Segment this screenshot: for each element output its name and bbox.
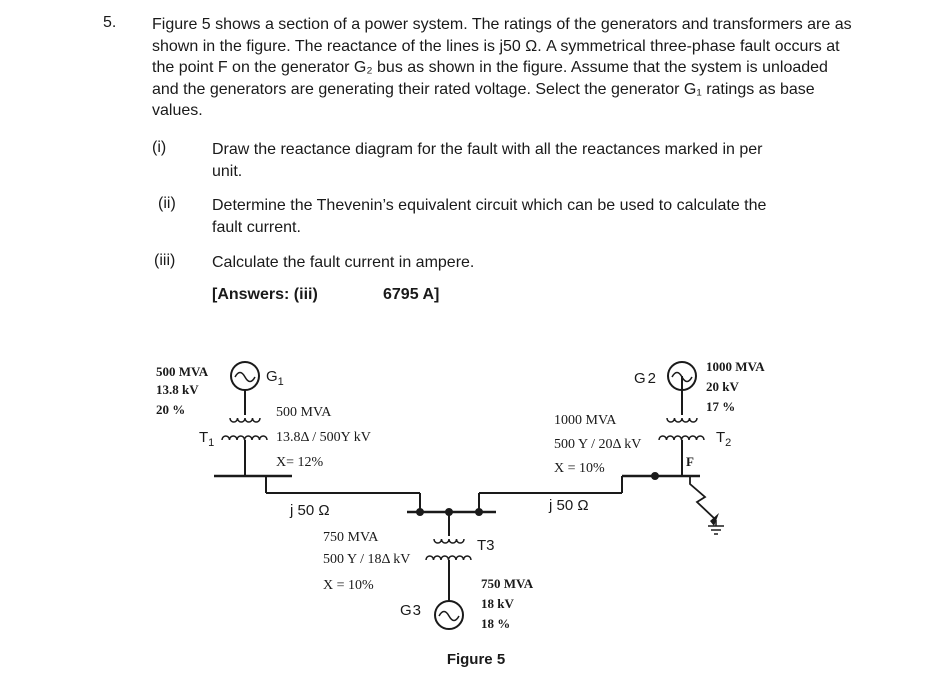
fault-label: F [686,454,694,469]
answers-label: [Answers: (iii) [212,286,318,303]
figure-caption: Figure 5 [447,651,505,668]
line-left-reactance: j 50 Ω [289,502,330,519]
t3-reactance: X = 10% [323,578,374,593]
transformer-t1-coil [229,417,261,423]
g1-kv: 13.8 kV [156,382,199,397]
t1-mva: 500 MVA [276,405,332,420]
g1-label: G1 [266,368,284,388]
fault-symbol [689,476,717,521]
g3-reactance: 18 % [481,616,510,631]
question-number: 5. [103,14,117,31]
item-number: (ii) [158,195,176,212]
g3-kv: 18 kV [481,596,514,611]
t1-label: T1 [199,429,214,449]
item-text: Determine the Thevenin’s equivalent circ… [212,197,767,236]
g3-label: G3 [400,602,421,619]
t3-mva: 750 MVA [323,530,379,545]
t3-label: T3 [477,537,495,554]
t2-kv: 500 Y / 20Δ kV [554,437,641,452]
t1-reactance: X= 12% [276,455,324,470]
g1-mva: 500 MVA [156,364,209,379]
item-text: Draw the reactance diagram for the fault… [212,141,763,180]
g1-reactance: 20 % [156,402,185,417]
item-number: (i) [152,139,167,156]
t2-label: T2 [716,429,731,449]
t2-mva: 1000 MVA [554,413,617,428]
item-text: Calculate the fault current in ampere. [212,254,475,271]
g3-mva: 750 MVA [481,576,534,591]
generator-g2-symbol [667,361,697,391]
answers-value: 6795 A] [383,286,440,303]
g2-kv: 20 kV [706,379,739,394]
t1-kv: 13.8Δ / 500Y kV [276,430,371,445]
item-number: (iii) [154,252,176,269]
transformer-t2-coil [666,417,698,423]
line-right-reactance: j 50 Ω [548,497,589,514]
g2-reactance: 17 % [706,399,735,414]
question-text: Figure 5 shows a section of a power syst… [152,16,852,119]
t3-kv: 500 Y / 18Δ kV [323,552,410,567]
transformer-t3-coil [433,538,465,544]
g2-mva: 1000 MVA [706,359,765,374]
generator-g3-symbol [434,600,464,630]
t2-reactance: X = 10% [554,461,605,476]
